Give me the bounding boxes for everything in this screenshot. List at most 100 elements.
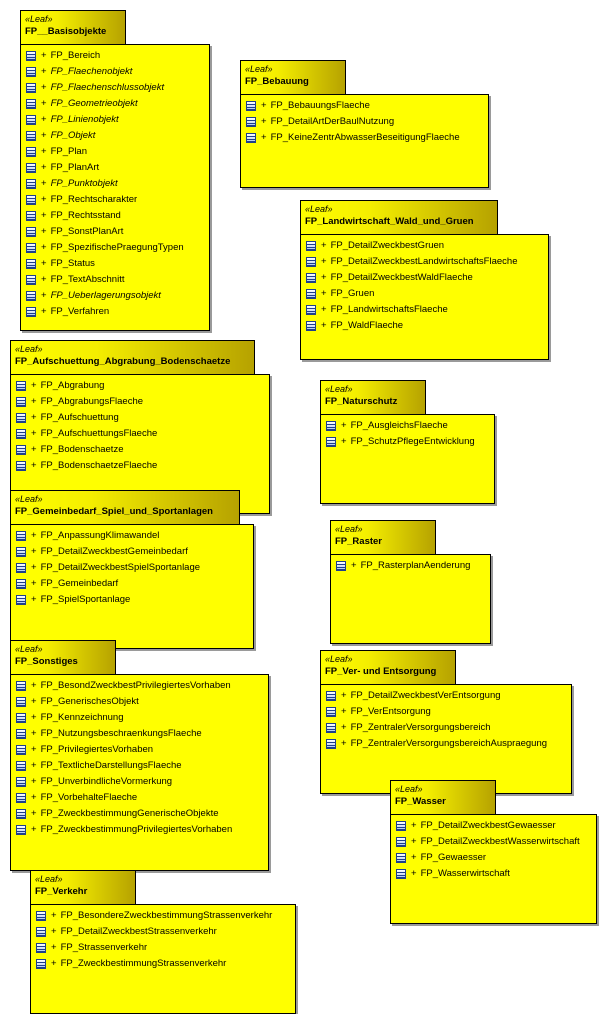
class-item[interactable]: +FP_DetailZweckbestVerEntsorgung xyxy=(326,688,571,704)
class-item[interactable]: +FP_Rechtsstand xyxy=(26,208,209,224)
class-item[interactable]: +FP_PrivilegiertesVorhaben xyxy=(16,742,268,758)
class-item[interactable]: +FP_BesondereZweckbestimmungStrassenverk… xyxy=(36,908,295,924)
visibility-marker: + xyxy=(41,66,47,77)
package-body: +FP_AnpassungKlimawandel+FP_DetailZweckb… xyxy=(10,524,254,649)
class-item[interactable]: +FP_SpezifischePraegungTypen xyxy=(26,240,209,256)
class-icon xyxy=(26,131,36,141)
class-item[interactable]: +FP_KeineZentrAbwasserBeseitigungFlaeche xyxy=(246,130,488,146)
class-item[interactable]: +FP_DetailZweckbestStrassenverkehr xyxy=(36,924,295,940)
class-item[interactable]: +FP_ZweckbestimmungStrassenverkehr xyxy=(36,956,295,972)
class-item[interactable]: +FP_BebauungsFlaeche xyxy=(246,98,488,114)
class-item[interactable]: +FP_Abgrabung xyxy=(16,378,269,394)
visibility-marker: + xyxy=(411,820,417,831)
class-item[interactable]: +FP_Geometrieobjekt xyxy=(26,96,209,112)
class-item[interactable]: +FP_WaldFlaeche xyxy=(306,318,548,334)
class-item[interactable]: +FP_VorbehalteFlaeche xyxy=(16,790,268,806)
class-name: FP_DetailZweckbestGruen xyxy=(330,240,445,251)
class-item[interactable]: +FP_BodenschaetzeFlaeche xyxy=(16,458,269,474)
class-item[interactable]: +FP_Strassenverkehr xyxy=(36,940,295,956)
class-item[interactable]: +FP_Rechtscharakter xyxy=(26,192,209,208)
package-tab[interactable]: «Leaf»FP_Verkehr xyxy=(30,870,136,905)
class-name: FP_AnpassungKlimawandel xyxy=(40,530,160,541)
package-tab[interactable]: «Leaf»FP_Sonstiges xyxy=(10,640,116,675)
visibility-marker: + xyxy=(41,162,47,173)
class-item[interactable]: +FP_SonstPlanArt xyxy=(26,224,209,240)
package-tab[interactable]: «Leaf»FP_Aufschuettung_Abgrabung_Bodensc… xyxy=(10,340,255,375)
class-item[interactable]: +FP_ZweckbestimmungGenerischeObjekte xyxy=(16,806,268,822)
class-item[interactable]: +FP_UnverbindlicheVormerkung xyxy=(16,774,268,790)
class-item[interactable]: +FP_Linienobjekt xyxy=(26,112,209,128)
visibility-marker: + xyxy=(31,728,37,739)
class-item[interactable]: +FP_DetailZweckbestLandwirtschaftsFlaech… xyxy=(306,254,548,270)
stereotype-label: «Leaf» xyxy=(15,344,43,354)
package-tab[interactable]: «Leaf»FP_Landwirtschaft_Wald_und_Gruen xyxy=(300,200,498,235)
class-list: +FP_AusgleichsFlaeche+FP_SchutzPflegeEnt… xyxy=(326,418,494,450)
package-tab[interactable]: «Leaf»FP__Basisobjekte xyxy=(20,10,126,45)
class-item[interactable]: +FP_Aufschuettung xyxy=(16,410,269,426)
visibility-marker: + xyxy=(321,304,327,315)
class-item[interactable]: +FP_Ueberlagerungsobjekt xyxy=(26,288,209,304)
package-tab[interactable]: «Leaf»FP_Ver- und Entsorgung xyxy=(320,650,456,685)
class-item[interactable]: +FP_AbgrabungsFlaeche xyxy=(16,394,269,410)
class-item[interactable]: +FP_DetailZweckbestWaldFlaeche xyxy=(306,270,548,286)
class-item[interactable]: +FP_Gemeinbedarf xyxy=(16,576,253,592)
package-tab[interactable]: «Leaf»FP_Raster xyxy=(330,520,436,555)
class-item[interactable]: +FP_ZentralerVersorgungsbereichAuspraegu… xyxy=(326,736,571,752)
class-icon xyxy=(36,911,46,921)
class-item[interactable]: +FP_Flaechenobjekt xyxy=(26,64,209,80)
class-icon xyxy=(16,729,26,739)
class-item[interactable]: +FP_TextlicheDarstellungsFlaeche xyxy=(16,758,268,774)
class-item[interactable]: +FP_Gruen xyxy=(306,286,548,302)
class-item[interactable]: +FP_DetailZweckbestWasserwirtschaft xyxy=(396,834,596,850)
class-name: FP_BodenschaetzeFlaeche xyxy=(40,460,158,471)
class-item[interactable]: +FP_SpielSportanlage xyxy=(16,592,253,608)
class-item[interactable]: +FP_ZentralerVersorgungsbereich xyxy=(326,720,571,736)
class-icon xyxy=(16,445,26,455)
class-item[interactable]: +FP_AnpassungKlimawandel xyxy=(16,528,253,544)
class-icon xyxy=(16,777,26,787)
package-tab[interactable]: «Leaf»FP_Bebauung xyxy=(240,60,346,95)
class-item[interactable]: +FP_DetailZweckbestGewaesser xyxy=(396,818,596,834)
class-name: FP_DetailZweckbestStrassenverkehr xyxy=(60,926,217,937)
class-item[interactable]: +FP_Kennzeichnung xyxy=(16,710,268,726)
stereotype-label: «Leaf» xyxy=(25,14,53,24)
class-item[interactable]: +FP_DetailArtDerBaulNutzung xyxy=(246,114,488,130)
class-icon xyxy=(26,115,36,125)
class-name: FP_Abgrabung xyxy=(40,380,105,391)
class-item[interactable]: +FP_DetailZweckbestGemeinbedarf xyxy=(16,544,253,560)
class-item[interactable]: +FP_SchutzPflegeEntwicklung xyxy=(326,434,494,450)
class-item[interactable]: +FP_Punktobjekt xyxy=(26,176,209,192)
class-list: +FP_DetailZweckbestGewaesser+FP_DetailZw… xyxy=(396,818,596,882)
class-item[interactable]: +FP_AufschuettungsFlaeche xyxy=(16,426,269,442)
class-item[interactable]: +FP_ZweckbestimmungPrivilegiertesVorhabe… xyxy=(16,822,268,838)
package-tab[interactable]: «Leaf»FP_Naturschutz xyxy=(320,380,426,415)
visibility-marker: + xyxy=(41,242,47,253)
class-item[interactable]: +FP_RasterplanAenderung xyxy=(336,558,490,574)
class-item[interactable]: +FP_Bereich xyxy=(26,48,209,64)
class-item[interactable]: +FP_DetailZweckbestGruen xyxy=(306,238,548,254)
class-item[interactable]: +FP_LandwirtschaftsFlaeche xyxy=(306,302,548,318)
class-name: FP_PlanArt xyxy=(50,162,100,173)
class-item[interactable]: +FP_Flaechenschlussobjekt xyxy=(26,80,209,96)
class-item[interactable]: +FP_NutzungsbeschraenkungsFlaeche xyxy=(16,726,268,742)
class-item[interactable]: +FP_PlanArt xyxy=(26,160,209,176)
visibility-marker: + xyxy=(341,706,347,717)
class-item[interactable]: +FP_BesondZweckbestPrivilegiertesVorhabe… xyxy=(16,678,268,694)
class-item[interactable]: +FP_GenerischesObjekt xyxy=(16,694,268,710)
class-item[interactable]: +FP_AusgleichsFlaeche xyxy=(326,418,494,434)
class-item[interactable]: +FP_Gewaesser xyxy=(396,850,596,866)
class-name: FP_GenerischesObjekt xyxy=(40,696,139,707)
package-tab[interactable]: «Leaf»FP_Gemeinbedarf_Spiel_und_Sportanl… xyxy=(10,490,240,525)
class-item[interactable]: +FP_Objekt xyxy=(26,128,209,144)
class-item[interactable]: +FP_Status xyxy=(26,256,209,272)
class-item[interactable]: +FP_Wasserwirtschaft xyxy=(396,866,596,882)
package-tab[interactable]: «Leaf»FP_Wasser xyxy=(390,780,496,815)
class-item[interactable]: +FP_TextAbschnitt xyxy=(26,272,209,288)
class-item[interactable]: +FP_Bodenschaetze xyxy=(16,442,269,458)
class-name: FP_Gewaesser xyxy=(420,852,487,863)
class-item[interactable]: +FP_Verfahren xyxy=(26,304,209,320)
class-name: FP_VorbehalteFlaeche xyxy=(40,792,138,803)
class-item[interactable]: +FP_Plan xyxy=(26,144,209,160)
class-item[interactable]: +FP_DetailZweckbestSpielSportanlage xyxy=(16,560,253,576)
class-item[interactable]: +FP_VerEntsorgung xyxy=(326,704,571,720)
